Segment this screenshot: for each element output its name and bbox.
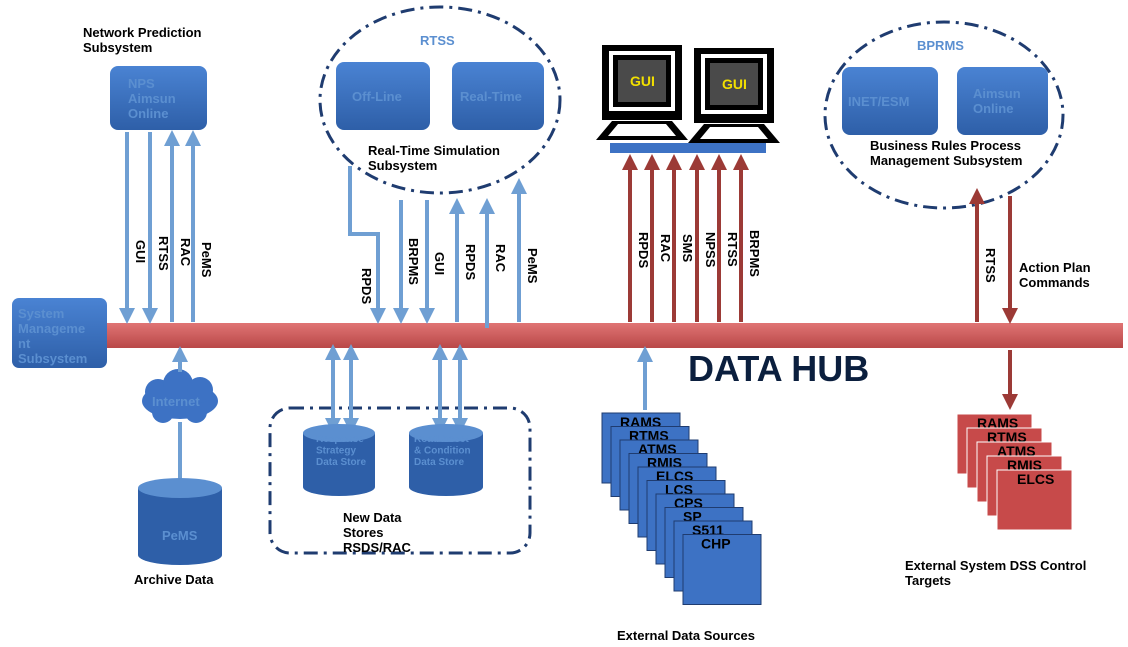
data-stores-frame xyxy=(268,406,532,555)
gui-arrow-brpms: BRPMS xyxy=(747,230,762,277)
road-asset-store-icon xyxy=(409,424,483,496)
rtss-arrow-pems: PeMS xyxy=(525,248,540,284)
nps-arrow-rtss: RTSS xyxy=(156,236,171,271)
rtss-arrow-rac: RAC xyxy=(493,244,508,273)
bprms-inet-box xyxy=(842,67,938,135)
control-target-label: RMIS xyxy=(1007,457,1042,473)
data-hub-label: DATA HUB xyxy=(688,348,869,389)
control-target-label: ELCS xyxy=(1017,471,1054,487)
rtss-arrow-brpms: BRPMS xyxy=(406,238,421,285)
gui-arrow-rtss: RTSS xyxy=(725,232,740,267)
bprms-ellipse xyxy=(823,20,1065,210)
rtss-offline-box xyxy=(336,62,430,130)
bprms-title: BPRMS xyxy=(917,38,964,53)
system-management-box xyxy=(12,298,107,368)
bprms-aimsun-box xyxy=(957,67,1048,135)
external-sources-caption: External Data Sources xyxy=(617,628,755,643)
control-target-label: RTMS xyxy=(987,429,1027,445)
gui-monitor-2 xyxy=(688,48,780,143)
rtss-ellipse xyxy=(318,5,562,195)
rtss-arrow-rpds2: RPDS xyxy=(463,244,478,280)
gui-arrow-sms: SMS xyxy=(680,234,695,263)
control-target-label: RAMS xyxy=(977,415,1018,431)
gui-arrow-rpds: RPDS xyxy=(636,232,651,268)
rtss-realtime-box xyxy=(452,62,544,130)
rtss-arrow-rpds1: RPDS xyxy=(359,268,374,304)
gui-bar xyxy=(610,143,766,153)
nps-box xyxy=(110,66,207,130)
nps-arrows xyxy=(119,130,201,324)
rtss-realtime-label: Real-Time xyxy=(460,89,522,104)
control-target-label: ATMS xyxy=(997,443,1036,459)
rtss-arrows xyxy=(348,166,527,328)
pems-database-icon xyxy=(138,478,222,565)
gui-arrow-rac: RAC xyxy=(658,234,673,263)
nps-arrow-gui: GUI xyxy=(133,240,148,263)
internet-cloud-icon xyxy=(142,369,218,423)
pems-label: PeMS xyxy=(162,528,198,543)
external-source-box xyxy=(682,534,762,605)
external-source-label: CHP xyxy=(701,536,731,552)
nps-arrow-pems: PeMS xyxy=(199,242,214,278)
archive-caption: Archive Data xyxy=(134,572,214,587)
nps-arrow-rac: RAC xyxy=(178,238,193,267)
bprms-inet-label: INET/ESM xyxy=(848,94,909,109)
response-store-icon xyxy=(303,424,375,496)
gui-screen-2-label: GUI xyxy=(722,76,747,92)
bprms-arrow-rtss: RTSS xyxy=(983,248,998,283)
gui-arrows xyxy=(622,154,749,322)
control-target-box xyxy=(996,469,1073,531)
data-store-arrows xyxy=(325,344,468,434)
rtss-title: RTSS xyxy=(420,33,455,48)
gui-monitor-1 xyxy=(596,45,688,140)
rtss-arrow-gui: GUI xyxy=(432,252,447,275)
gui-arrow-npss: NPSS xyxy=(703,232,718,268)
bprms-arrows xyxy=(969,188,1018,410)
gui-screen-1-label: GUI xyxy=(630,73,655,89)
rtss-offline-label: Off-Line xyxy=(352,89,402,104)
data-hub-bar xyxy=(95,323,1123,348)
internet-label: Internet xyxy=(152,394,200,409)
